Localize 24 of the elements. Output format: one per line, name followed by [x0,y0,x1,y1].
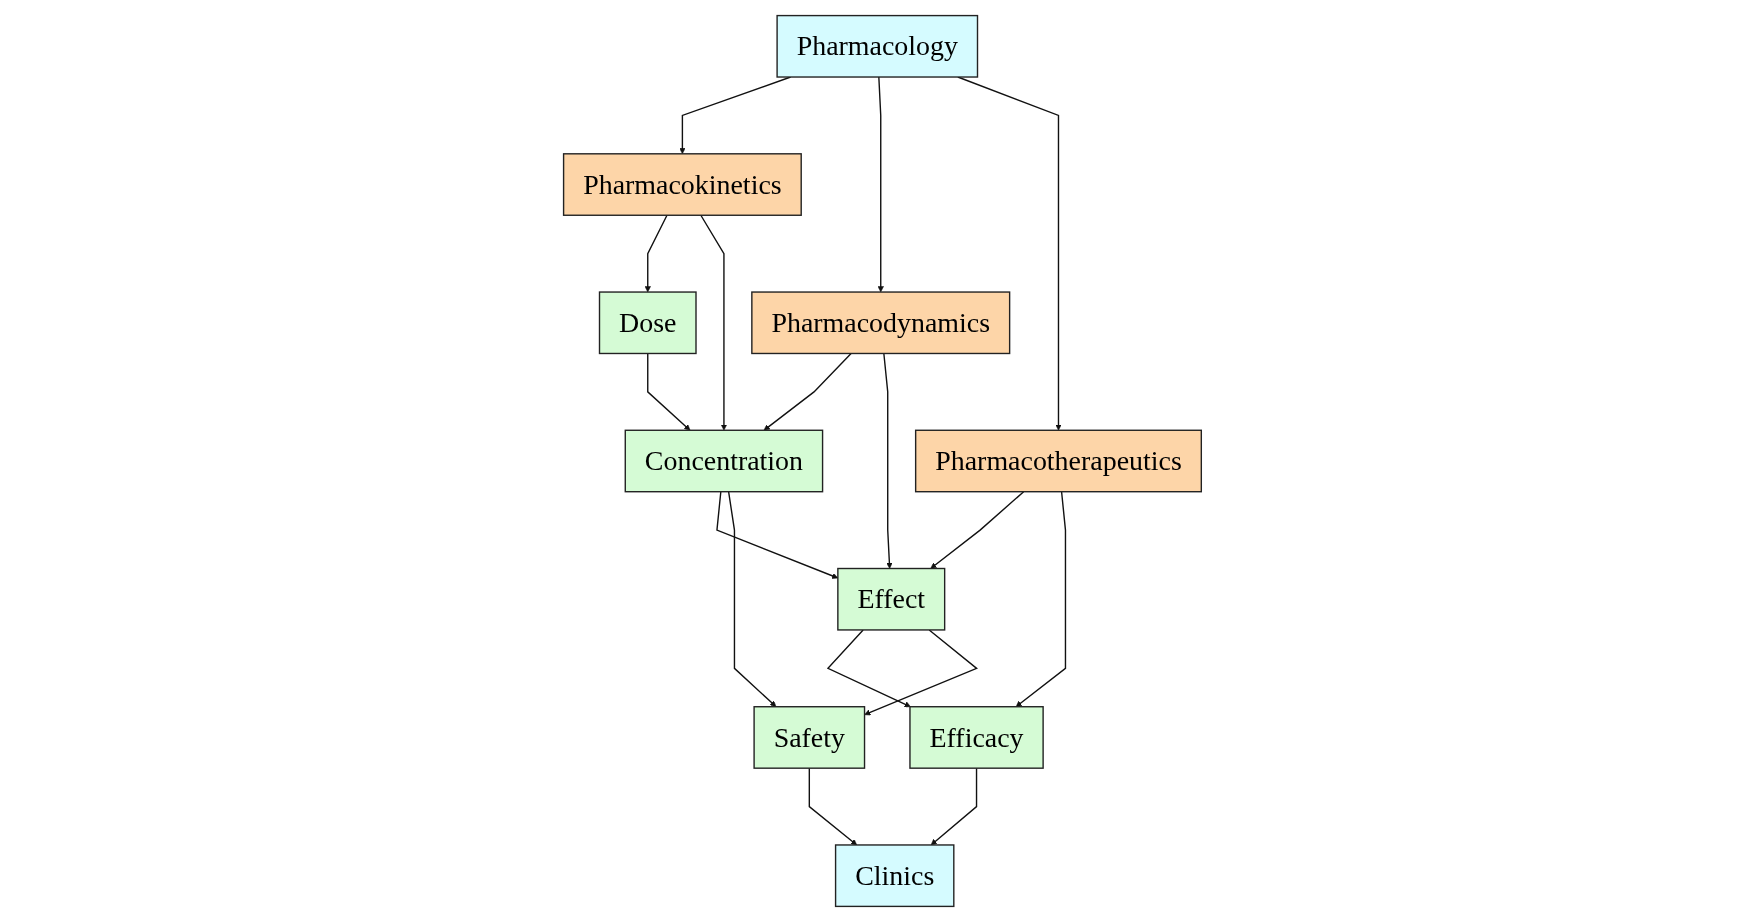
node-box: Pharmacodynamics [750,291,1010,355]
arrow [930,767,977,846]
arrow [699,214,727,431]
arrow [644,214,668,293]
node-box: Pharmacology [775,14,978,78]
node-box: Pharmacokinetics [562,153,802,216]
node-box: Concentration [624,429,823,493]
arrow [715,491,838,579]
node-box: Dose [598,291,697,355]
node-box: Pharmacotherapeutics [914,429,1202,493]
arrow [930,491,1024,569]
node-box: Safety [752,706,865,769]
arrow [646,352,690,431]
arrow [808,767,857,846]
arrow [678,76,791,155]
node-box: Effect [836,567,945,631]
arrow [763,352,852,431]
node-box: Clinics [834,844,955,908]
arrow [826,629,911,708]
arrow [1015,491,1066,707]
arrow [877,76,884,293]
arrow [882,352,892,569]
arrow [727,491,776,707]
node-box: Efficacy [908,706,1044,769]
